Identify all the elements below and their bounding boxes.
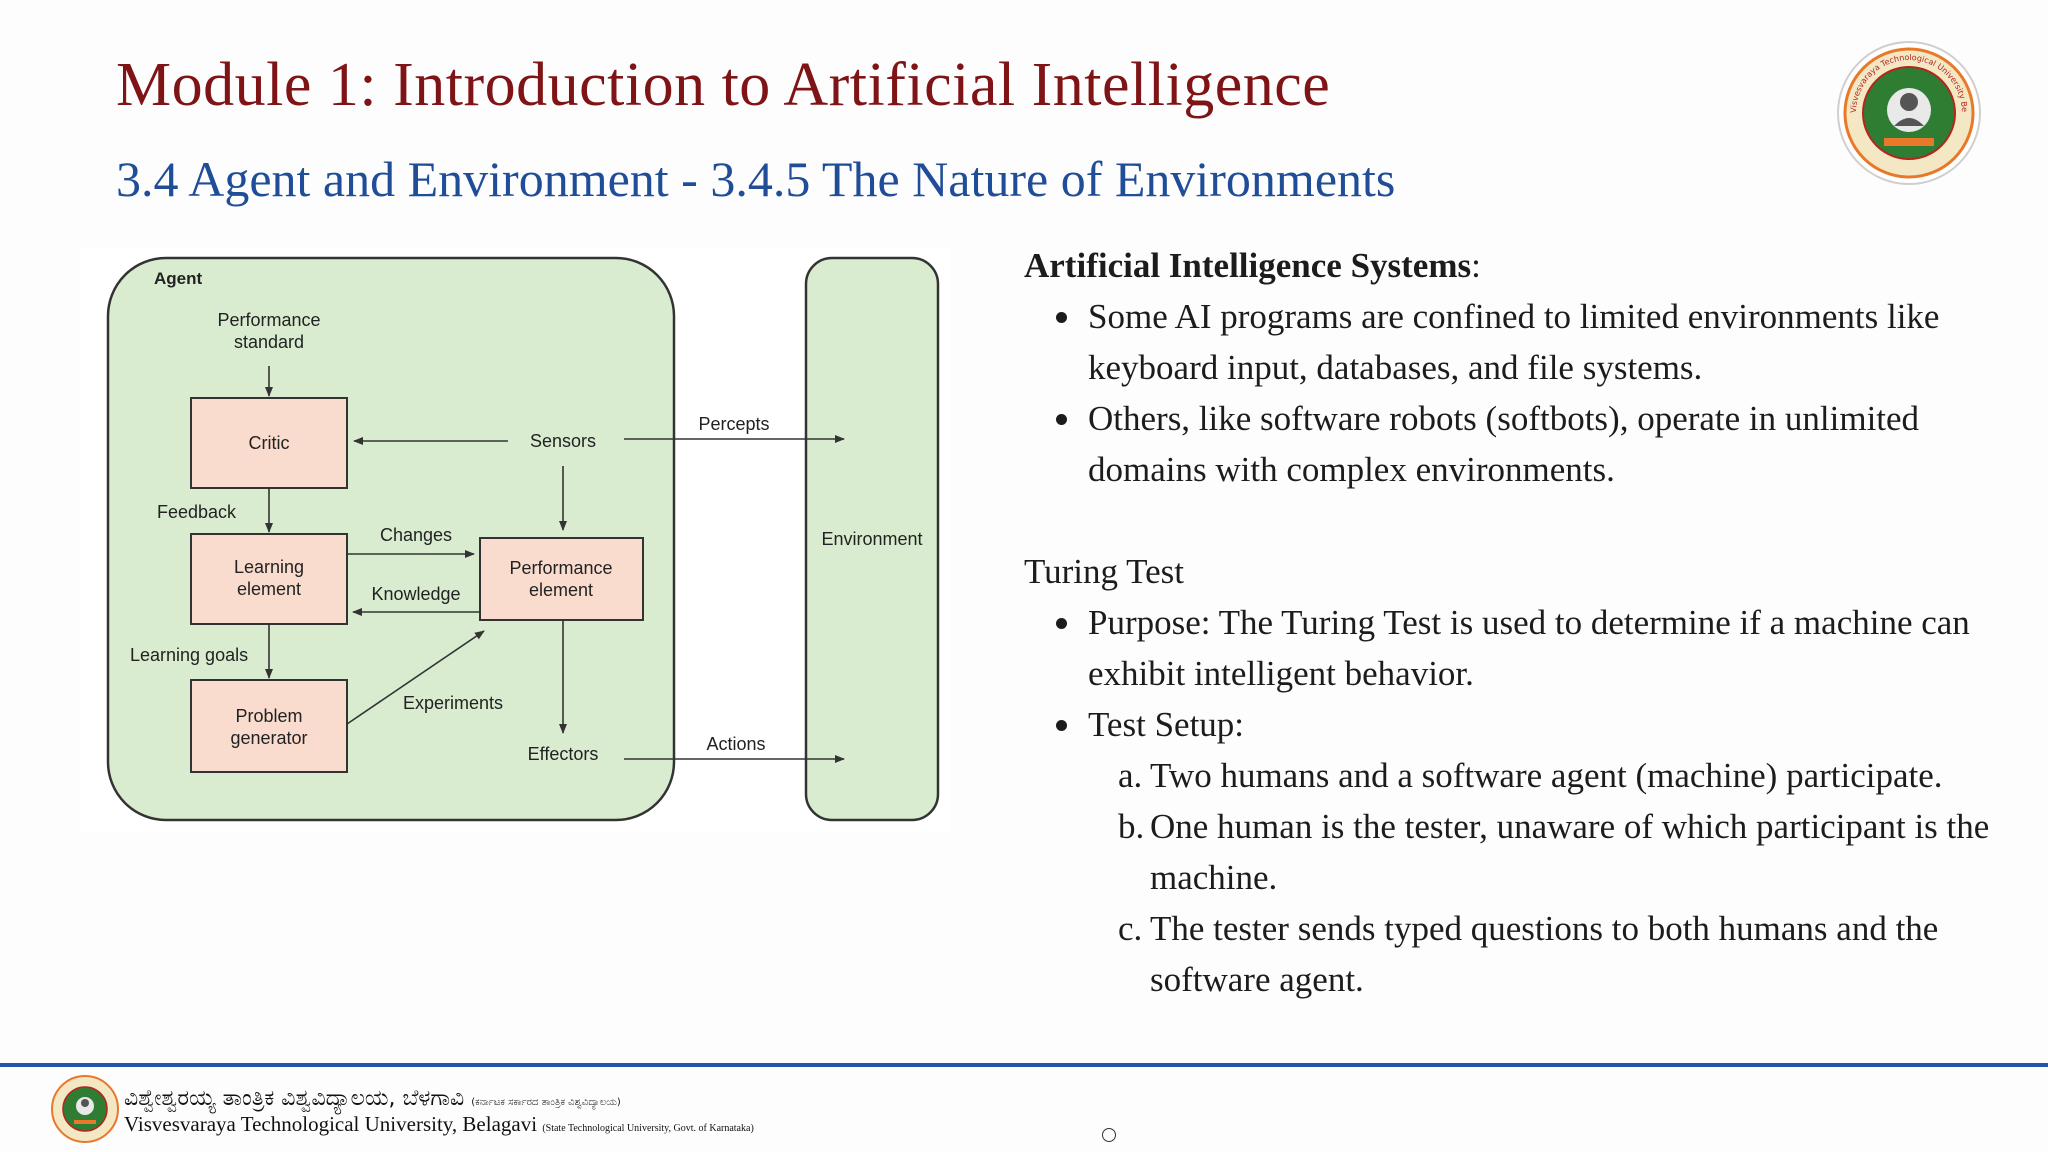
critic-label: Critic [249, 433, 290, 453]
critic-box [190, 397, 348, 489]
footer-kannada-name: ವಿಶ್ವೇಶ್ವರಯ್ಯ ತಾಂತ್ರಿಕ ವಿಶ್ವವಿದ್ಯಾಲಯ, ಬೆ… [124, 1086, 621, 1111]
list-item: a.Two humans and a software agent (machi… [1118, 756, 1943, 795]
slide-title: Module 1: Introduction to Artificial Int… [116, 51, 1331, 119]
experiments-arrow [346, 630, 485, 725]
performance-standard-label-2: standard [234, 332, 304, 352]
slide-content: Artificial Intelligence Systems: Some AI… [1024, 240, 2014, 1005]
ai-systems-list: Some AI programs are confined to limited… [1024, 291, 2014, 495]
learning-element-label-2: element [237, 579, 301, 599]
list-item: b.One human is the tester, unaware of wh… [1118, 807, 1990, 897]
list-item: c.The tester sends typed questions to bo… [1118, 909, 1939, 999]
footer-english-name: Visvesvaraya Technological University, B… [124, 1112, 754, 1136]
list-item: Purpose: The Turing Test is used to dete… [1024, 597, 2014, 699]
slide-subtitle: 3.4 Agent and Environment - 3.4.5 The Na… [116, 151, 1396, 207]
experiments-label: Experiments [403, 693, 503, 713]
turing-heading: Turing Test [1024, 552, 1184, 591]
sensors-label: Sensors [530, 431, 596, 451]
turing-list: Purpose: The Turing Test is used to dete… [1024, 597, 2014, 750]
environment-panel [804, 256, 940, 822]
feedback-label: Feedback [157, 502, 237, 522]
bullet-icon [1056, 720, 1067, 731]
changes-label: Changes [380, 525, 452, 545]
bullet-icon [1056, 414, 1067, 425]
problem-generator-box [190, 679, 348, 773]
footer-university-logo [51, 1075, 119, 1143]
agent-label: Agent [154, 269, 203, 288]
performance-element-label-2: element [529, 580, 593, 600]
bullet-icon [1056, 618, 1067, 629]
performance-element-label: Performance [509, 558, 612, 578]
page-indicator-icon [1102, 1128, 1116, 1142]
learning-goals-label: Learning goals [130, 645, 248, 665]
problem-generator-label: Problem [235, 706, 302, 726]
list-item: Some AI programs are confined to limited… [1024, 291, 2014, 393]
actions-label: Actions [706, 734, 765, 754]
problem-generator-label-2: generator [230, 728, 307, 748]
learning-element-label: Learning [234, 557, 304, 577]
list-item: Test Setup: [1024, 699, 2014, 750]
learning-element-box [190, 533, 348, 625]
bullet-icon [1056, 312, 1067, 323]
environment-label: Environment [821, 529, 922, 549]
university-logo: Visvesvaraya Technological University Be… [1836, 40, 1981, 185]
performance-standard-label: Performance [217, 310, 320, 330]
footer-divider [0, 1063, 2048, 1067]
percepts-label: Percepts [698, 414, 769, 434]
performance-element-box [479, 537, 644, 621]
knowledge-label: Knowledge [371, 584, 460, 604]
ai-systems-heading: Artificial Intelligence Systems: [1024, 246, 1481, 285]
learning-agent-diagram: Agent Performance standard Critic Sensor… [80, 248, 950, 833]
list-item: Others, like software robots (softbots),… [1024, 393, 2014, 495]
effectors-label: Effectors [528, 744, 599, 764]
test-setup-list: a.Two humans and a software agent (machi… [1024, 750, 2014, 1005]
